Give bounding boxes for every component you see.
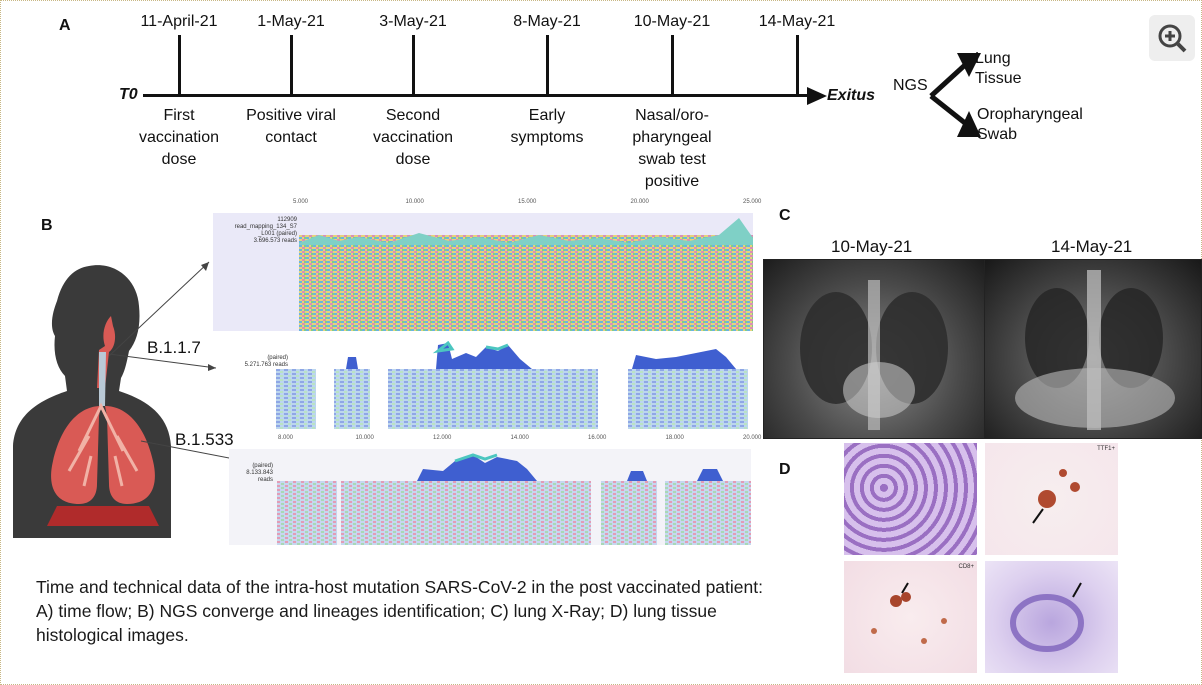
tick-label: 25.000 <box>743 199 762 205</box>
timeline-tick-2 <box>290 35 293 95</box>
track-2-coverage <box>276 341 748 429</box>
track-2-label: (paired) 5.271.763 reads <box>244 355 288 368</box>
track-1-coverage <box>299 218 753 331</box>
xray-image-1 <box>763 259 985 439</box>
tick-label: 10.000 <box>405 199 424 205</box>
timeline-date-2: 1-May-21 <box>257 13 325 30</box>
tick-label: 16.000 <box>588 435 607 441</box>
timeline-tick-1 <box>178 35 181 95</box>
timeline-date-5: 10-May-21 <box>633 13 711 30</box>
timeline-arrow-head <box>807 87 827 105</box>
panel-d-letter: D <box>779 461 791 478</box>
timeline-tick-5 <box>671 35 674 95</box>
ngs-branch-arrows <box>929 53 981 137</box>
timeline-date-6: 14-May-21 <box>758 13 836 30</box>
zoom-plus-icon <box>1158 24 1187 53</box>
ngs-label: NGS <box>893 77 928 94</box>
panel-b-letter: B <box>41 217 53 234</box>
timeline-event-1: First vaccination dose <box>138 107 220 168</box>
panel-a-letter: A <box>59 17 71 34</box>
tick-label: 12.000 <box>433 435 452 441</box>
branch-oropharyngeal-swab: Oropharyngeal Swab <box>977 106 1083 143</box>
timeline-event-4: Early symptoms <box>510 107 584 146</box>
branch-lung-tissue: Lung Tissue <box>975 50 1022 87</box>
timeline-end-label: Exitus <box>827 87 876 104</box>
track-ticks-top: 5.000 10.000 15.000 20.000 25.000 <box>293 199 761 209</box>
zoom-in-button[interactable] <box>1149 15 1195 61</box>
timeline-axis <box>143 94 813 97</box>
histology-image-1 <box>844 443 977 555</box>
track-ticks-bottom: 8.000 10.000 12.000 14.000 16.000 18.000 20.00… <box>278 435 761 445</box>
track-3-label: (paired) 8.133.843 reads <box>246 463 273 483</box>
timeline-date-1: 11-April-21 <box>140 13 218 30</box>
xray-image-2 <box>984 259 1202 439</box>
histology-image-3: CD8+ <box>844 561 977 673</box>
xray-2-lungs <box>1015 270 1175 430</box>
track-1-label: 112909 read_mapping_134_S7 _L001 (paired… <box>234 217 297 244</box>
histology-4-vessel <box>1010 582 1084 652</box>
coverage-track-3: (paired) 8.133.843 reads <box>229 449 751 545</box>
panel-c-letter: C <box>779 207 791 224</box>
histology-stain-cd8: CD8+ <box>958 564 974 570</box>
respiratory-system-illustration <box>13 265 171 538</box>
xray-date-1: 10-May-21 <box>831 237 913 256</box>
timeline-date-3: 3-May-21 <box>379 13 447 30</box>
histology-stain-ttf1: TTF1+ <box>1097 446 1115 452</box>
tick-label: 20.000 <box>630 199 649 205</box>
timeline-start-label: T0 <box>119 86 138 103</box>
tick-label: 20.000 <box>743 435 762 441</box>
figure-caption: Time and technical data of the intra-hos… <box>36 577 763 645</box>
timeline-tick-4 <box>546 35 549 95</box>
track-3-coverage <box>277 453 751 545</box>
tick-label: 15.000 <box>518 199 537 205</box>
coverage-track-2: (paired) 5.271.763 reads <box>245 341 751 431</box>
timeline-tick-6 <box>796 35 799 95</box>
lineage-b117-label: B.1.1.7 <box>147 338 201 357</box>
histology-3-cells <box>871 582 947 644</box>
timeline-date-4: 8-May-21 <box>513 13 581 30</box>
lineage-b1533-label: B.1.533 <box>175 430 234 449</box>
timeline-event-2: Positive viral contact <box>246 107 336 146</box>
timeline-tick-3 <box>412 35 415 95</box>
timeline-event-5: Nasal/oro- pharyngeal swab test positive <box>632 107 712 190</box>
tick-label: 18.000 <box>665 435 684 441</box>
tick-label: 8.000 <box>278 435 294 441</box>
histology-2-cells <box>1032 469 1080 524</box>
tick-label: 5.000 <box>293 199 309 205</box>
tick-label: 14.000 <box>510 435 529 441</box>
xray-date-2: 14-May-21 <box>1051 237 1133 256</box>
histology-image-4 <box>985 561 1118 673</box>
histology-image-2: TTF1+ <box>985 443 1118 555</box>
tick-label: 10.000 <box>355 435 374 441</box>
timeline-event-3: Second vaccination dose <box>372 107 454 168</box>
coverage-track-1: 112909 read_mapping_134_S7 _L001 (paired… <box>213 213 753 331</box>
xray-1-lungs <box>800 280 948 430</box>
